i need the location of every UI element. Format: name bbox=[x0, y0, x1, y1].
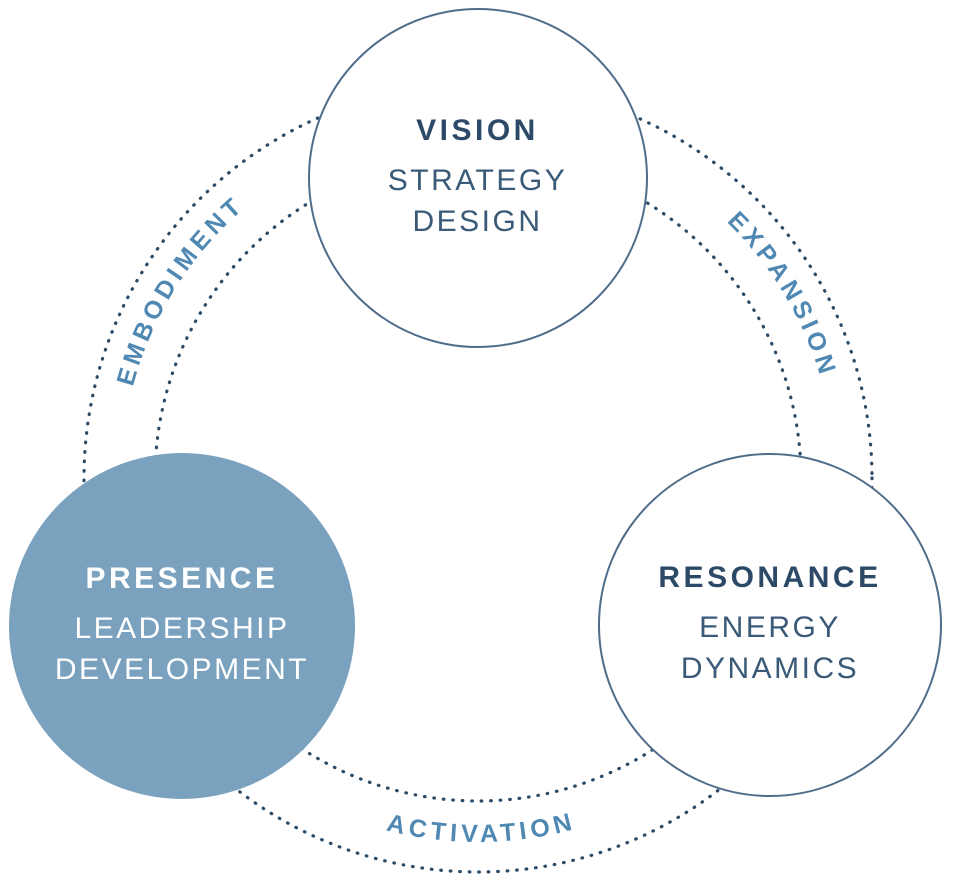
node-resonance: RESONANCE ENERGY DYNAMICS bbox=[598, 453, 942, 797]
subtitle-line: ENERGY bbox=[699, 611, 841, 644]
node-presence-title: PRESENCE bbox=[85, 562, 279, 595]
subtitle-line: STRATEGY bbox=[387, 164, 568, 197]
subtitle-line: DYNAMICS bbox=[680, 652, 860, 685]
node-vision-title: VISION bbox=[416, 114, 539, 147]
node-presence: PRESENCE LEADERSHIP DEVELOPMENT bbox=[9, 453, 355, 799]
arc-label-expansion: EXPANSION bbox=[722, 206, 842, 381]
node-resonance-subtitle: ENERGY DYNAMICS bbox=[681, 607, 859, 689]
arc-label-activation: ACTIVATION bbox=[384, 807, 579, 848]
node-vision-subtitle: STRATEGY DESIGN bbox=[388, 160, 567, 242]
subtitle-line: DESIGN bbox=[412, 205, 543, 238]
subtitle-line: LEADERSHIP bbox=[74, 612, 290, 645]
subtitle-line: DEVELOPMENT bbox=[54, 653, 310, 686]
node-vision: VISION STRATEGY DESIGN bbox=[307, 8, 648, 348]
node-resonance-title: RESONANCE bbox=[658, 561, 882, 594]
outer-dotted-ring bbox=[82, 82, 874, 874]
node-presence-subtitle: LEADERSHIP DEVELOPMENT bbox=[55, 608, 309, 690]
